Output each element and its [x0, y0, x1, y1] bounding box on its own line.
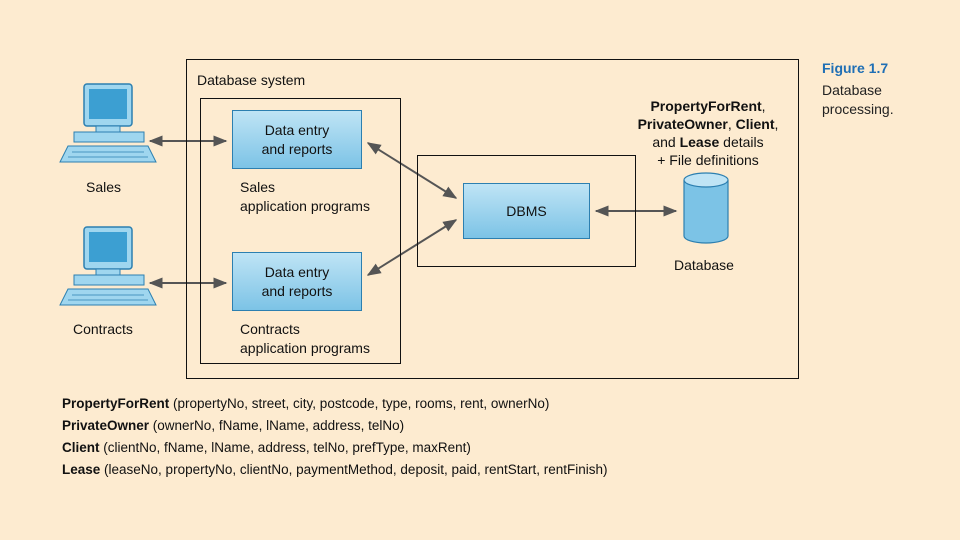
details-file-defs: + File definitions [657, 152, 759, 168]
details-owner: PrivateOwner [637, 116, 728, 132]
sales-app-label-line2: application programs [240, 198, 370, 214]
database-system-label: Database system [197, 72, 306, 88]
schema-name: PrivateOwner [62, 418, 150, 433]
contracts-computer-icon [59, 226, 157, 306]
database-cylinder-icon [683, 172, 729, 244]
contracts-data-entry-box: Data entry and reports [232, 252, 362, 311]
figure-number: Figure 1.7 [822, 60, 889, 76]
details-suffix: details [719, 134, 764, 150]
sales-app-label-line1: Sales [240, 179, 276, 195]
contracts-app-label: Contracts application programs [240, 320, 370, 358]
contracts-app-label-line2: application programs [240, 340, 370, 356]
sales-app-label: Sales application programs [240, 178, 370, 216]
schema-line: Lease (leaseNo, propertyNo, clientNo, pa… [62, 462, 608, 477]
figure-caption: Database processing. [822, 81, 894, 119]
contracts-box-line1: Data entry [264, 263, 330, 280]
details-sep1: , [761, 98, 766, 114]
details-property: PropertyForRent [650, 98, 762, 114]
contracts-box-line2: and reports [261, 282, 333, 299]
sales-dbms-arrow [366, 142, 458, 199]
schema-fields: (ownerNo, fName, lName, address, telNo) [149, 418, 405, 433]
details-sep3: , [774, 116, 779, 132]
details-lease: Lease [679, 134, 720, 150]
contracts-dbms-arrow [366, 219, 458, 276]
sales-data-entry-box: Data entry and reports [232, 110, 362, 169]
database-label: Database [674, 257, 734, 273]
caption-line1: Database [822, 82, 882, 98]
schema-name: Client [62, 440, 100, 455]
dbms-box: DBMS [463, 183, 590, 239]
schema-fields: (leaseNo, propertyNo, clientNo, paymentM… [100, 462, 608, 477]
sales-box-line1: Data entry [264, 121, 330, 138]
schema-name: PropertyForRent [62, 396, 170, 411]
database-details: PropertyForRent, PrivateOwner, Client, a… [628, 97, 788, 169]
schema-fields: (clientNo, fName, lName, address, telNo,… [99, 440, 471, 455]
sales-computer-icon [59, 83, 157, 163]
schema-line: PrivateOwner (ownerNo, fName, lName, add… [62, 418, 404, 433]
schema-name: Lease [62, 462, 101, 477]
schema-line: Client (clientNo, fName, lName, address,… [62, 440, 471, 455]
contracts-app-label-line1: Contracts [240, 321, 300, 337]
details-client: Client [735, 116, 775, 132]
sales-terminal-label: Sales [86, 179, 122, 195]
application-programs-box [200, 98, 401, 364]
dbms-container-box [417, 155, 636, 267]
contracts-terminal-label: Contracts [73, 321, 133, 337]
schema-line: PropertyForRent (propertyNo, street, cit… [62, 396, 549, 411]
details-sep2: , [727, 116, 736, 132]
details-and: and [652, 134, 680, 150]
sales-box-line2: and reports [261, 140, 333, 157]
caption-line2: processing. [822, 101, 894, 117]
database-system-box [186, 59, 799, 379]
schema-fields: (propertyNo, street, city, postcode, typ… [169, 396, 550, 411]
